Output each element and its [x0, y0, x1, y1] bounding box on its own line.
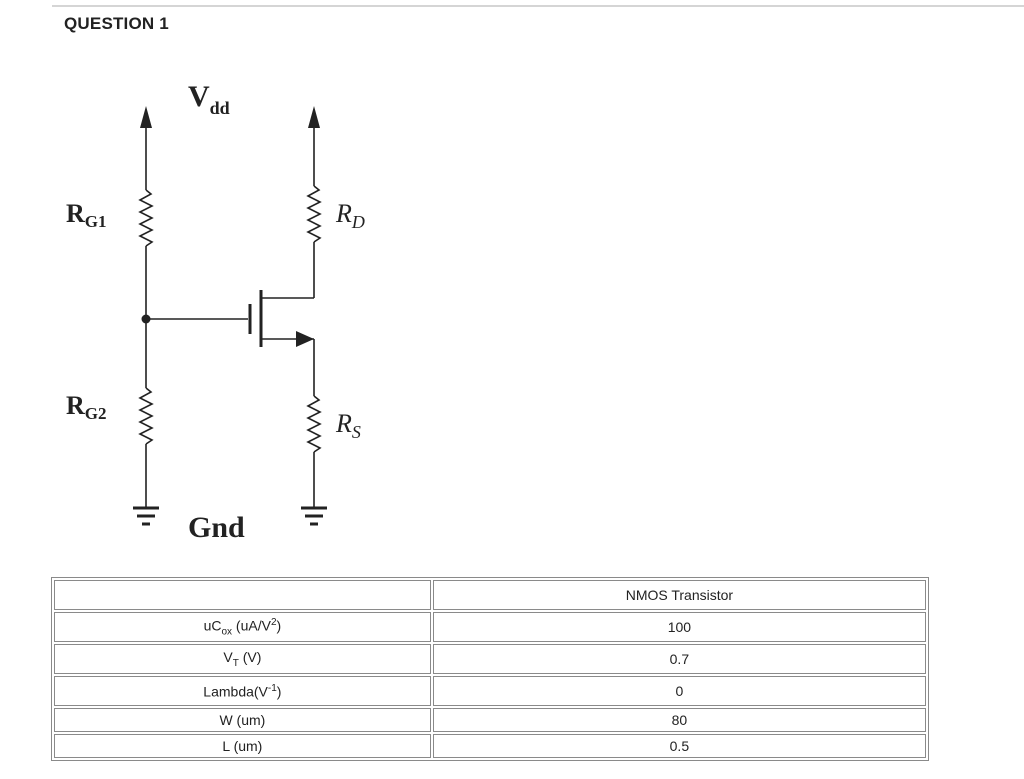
rg2-label: RG2 [66, 391, 107, 423]
table-row: Lambda(V-1) 0 [54, 676, 926, 706]
top-divider [52, 5, 1024, 7]
value-w: 80 [432, 708, 926, 732]
table-header-row: NMOS Transistor [54, 580, 926, 610]
param-lambda: Lambda(V-1) [54, 676, 431, 706]
circuit-diagram: Vdd RG1 RD RG2 RS Gnd [66, 80, 365, 544]
value-vt: 0.7 [432, 644, 926, 674]
vdd-label: Vdd [188, 80, 230, 118]
ground-left-icon [133, 506, 159, 526]
junction-dot [141, 314, 151, 324]
table-row: W (um) 80 [54, 708, 926, 732]
rd-label: RD [335, 199, 365, 232]
param-l: L (um) [54, 734, 431, 758]
table-row: L (um) 0.5 [54, 734, 926, 758]
table-row: VT (V) 0.7 [54, 644, 926, 674]
resistor-rs [306, 395, 322, 453]
rs-label: RS [335, 409, 361, 442]
gnd-label: Gnd [188, 511, 245, 544]
param-w: W (um) [54, 708, 431, 732]
source-arrow-icon [296, 331, 314, 347]
value-lambda: 0 [432, 676, 926, 706]
header-param-cell [54, 580, 431, 610]
vdd-arrow-left-icon [140, 106, 152, 128]
param-ucox: uCox (uA/V2) [54, 612, 431, 642]
value-l: 0.5 [432, 734, 926, 758]
resistor-rg2 [138, 387, 154, 445]
question-title: QUESTION 1 [64, 14, 169, 33]
ground-right-icon [301, 506, 327, 526]
value-ucox: 100 [432, 612, 926, 642]
resistor-rd [306, 185, 322, 243]
param-vt: VT (V) [54, 644, 431, 674]
parameter-table: NMOS Transistor uCox (uA/V2) 100 VT (V) … [51, 577, 929, 761]
rg1-label: RG1 [66, 199, 107, 231]
table-row: uCox (uA/V2) 100 [54, 612, 926, 642]
header-value-cell: NMOS Transistor [432, 580, 926, 610]
resistor-rg1 [138, 189, 154, 247]
vdd-arrow-right-icon [308, 106, 320, 128]
